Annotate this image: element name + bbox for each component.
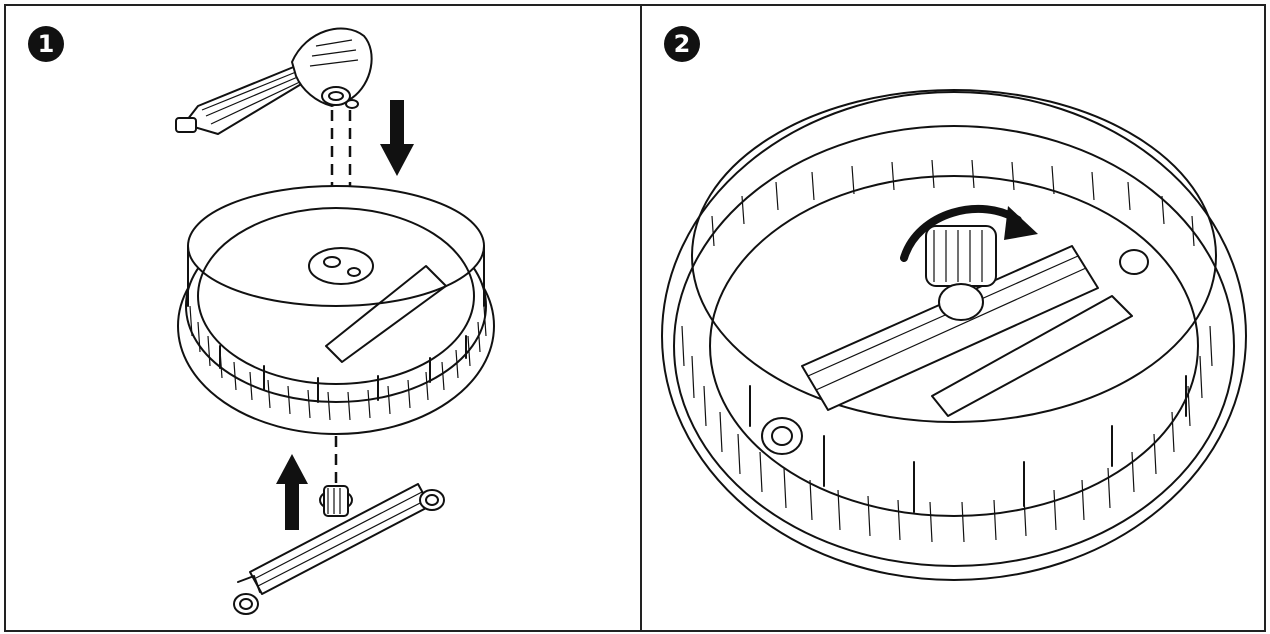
- step-2-illustration: [661, 89, 1247, 581]
- surface-cleaner-underside-illustration: [661, 89, 1247, 581]
- spray-wand-illustration: [175, 27, 373, 135]
- step-1-illustration: [175, 27, 495, 615]
- spray-bar-illustration: [233, 483, 445, 615]
- step-2-badge: 2: [664, 26, 700, 62]
- surface-cleaner-housing-illustration: [177, 185, 495, 435]
- rotate-arrow-icon: [900, 204, 1038, 262]
- up-arrow-icon: [276, 454, 308, 530]
- step-2-panel: 2: [640, 4, 1266, 632]
- step-1-panel: 1: [4, 4, 642, 632]
- down-arrow-icon: [380, 100, 414, 176]
- step-1-badge: 1: [28, 26, 64, 62]
